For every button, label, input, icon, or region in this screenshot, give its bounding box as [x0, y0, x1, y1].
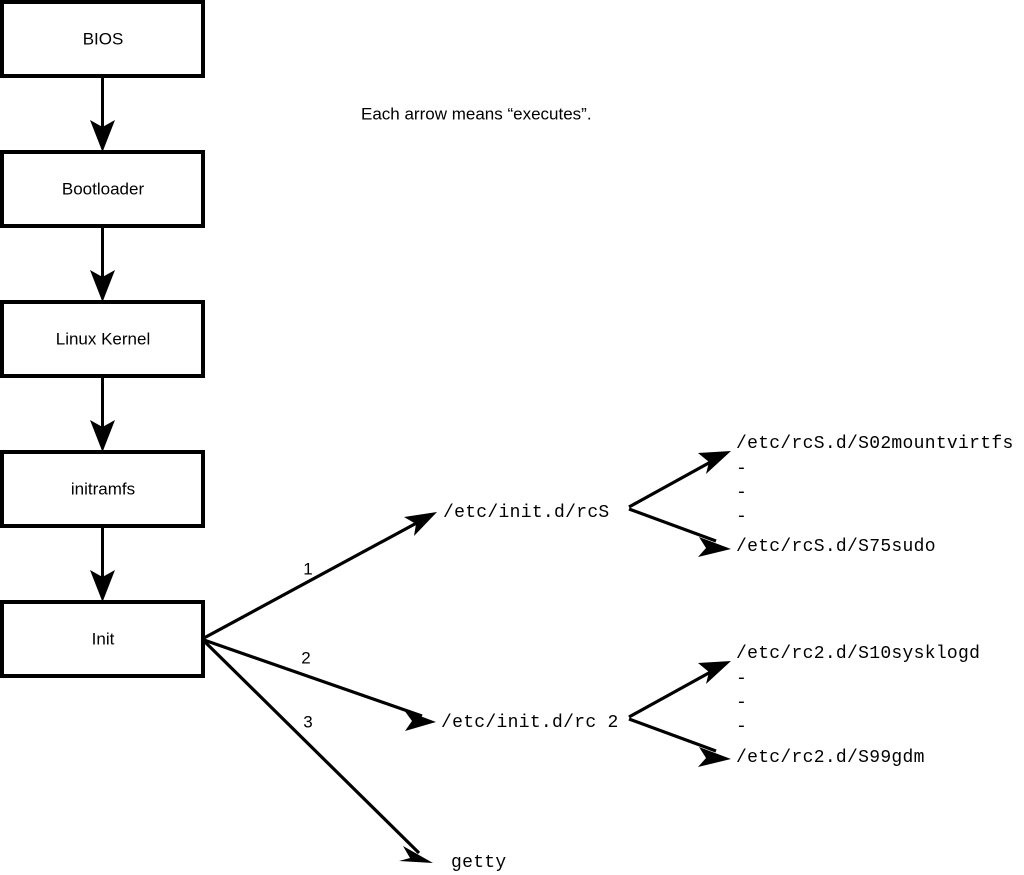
linux-kernel-box [0, 300, 205, 378]
linux-kernel-label: Linux Kernel [56, 329, 151, 348]
arrow-kernel-to-initramfs [90, 376, 115, 452]
rc2-last-script-label: /etc/rc2.d/S99gdm [736, 748, 925, 768]
arrowhead-icon [698, 661, 731, 684]
init-label: Init [92, 629, 115, 648]
edge-label-1: 1 [303, 559, 312, 578]
arrowhead-down-icon [90, 420, 115, 452]
init-box [0, 600, 205, 678]
arrowhead-down-icon [90, 270, 115, 302]
getty-label: getty [451, 853, 507, 873]
edge-init-to-rcs: 1 [203, 512, 437, 640]
edge-init-to-rc2: 2 [203, 638, 436, 731]
node-bios: BIOS [0, 0, 205, 78]
edge-label-3: 3 [303, 712, 312, 731]
edge-label-2: 2 [301, 648, 310, 667]
rcs-ellipsis-dash-2: - [736, 483, 747, 503]
rcs-ellipsis-dash-3: - [736, 507, 747, 527]
node-bootloader: Bootloader [0, 150, 205, 228]
diagram-caption: Each arrow means “executes”. [361, 104, 592, 123]
bios-label: BIOS [83, 29, 124, 48]
rcs-first-script-label: /etc/rcS.d/S02mountvirtfs [736, 434, 1014, 454]
arrowhead-down-icon [90, 570, 115, 602]
rc2-ellipsis-dash-2: - [736, 693, 747, 713]
edge-rc2-to-last-script [628, 717, 731, 767]
edge-rcs-to-first-script [628, 451, 731, 509]
bootloader-label: Bootloader [62, 179, 145, 198]
edge-rc2-to-first-script [628, 661, 731, 719]
arrowhead-down-icon [90, 120, 115, 152]
rc2-script-label: /etc/init.d/rc 2 [441, 713, 619, 733]
rc2-first-script-label: /etc/rc2.d/S10sysklogd [736, 644, 980, 664]
node-init: Init [0, 600, 205, 678]
edge-init-to-getty: 3 [202, 639, 433, 863]
edge-rcs-to-last-script [628, 507, 731, 557]
arrow-bootloader-to-kernel [90, 226, 115, 302]
arrowhead-icon [698, 747, 731, 767]
rcs-last-script-label: /etc/rcS.d/S75sudo [736, 537, 936, 557]
rc2-ellipsis-dash-3: - [736, 717, 747, 737]
node-initramfs: initramfs [0, 450, 205, 528]
bios-box [0, 0, 205, 78]
arrowhead-icon [698, 451, 731, 474]
bootloader-box [0, 150, 205, 228]
rcs-script-label: /etc/init.d/rcS [443, 503, 610, 523]
arrowhead-icon [698, 537, 731, 557]
arrow-bios-to-bootloader [90, 76, 115, 152]
rcs-ellipsis-dash-1: - [736, 459, 747, 479]
arrow-initramfs-to-init [90, 526, 115, 602]
initramfs-label: initramfs [71, 479, 135, 498]
node-linux-kernel: Linux Kernel [0, 300, 205, 378]
arrowhead-icon [404, 512, 437, 536]
arrowhead-icon [404, 710, 436, 731]
rc2-ellipsis-dash-1: - [736, 669, 747, 689]
arrowhead-icon [399, 846, 433, 863]
